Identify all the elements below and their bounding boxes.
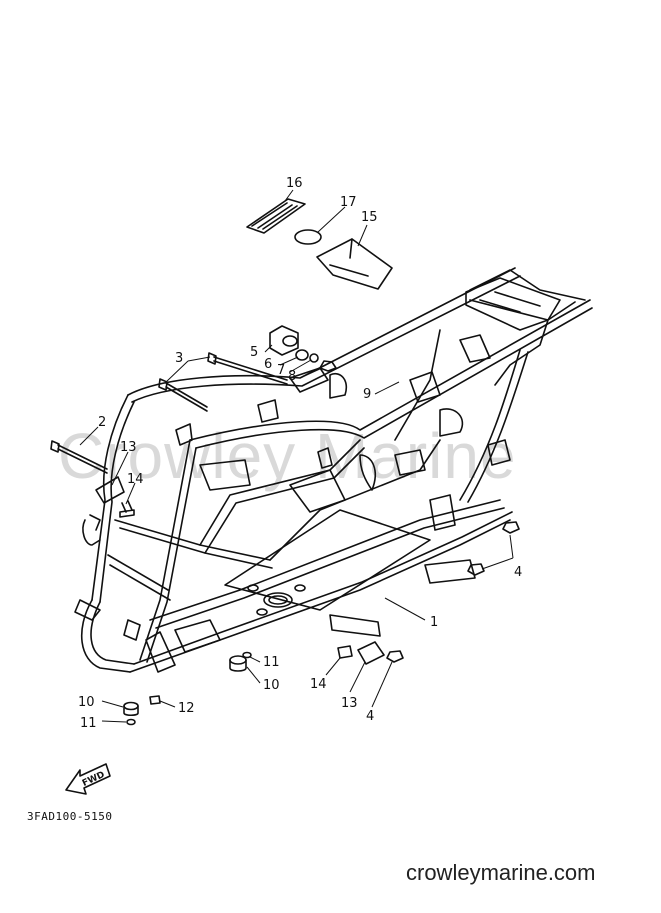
part-14-bolt-front: [119, 500, 135, 518]
part-6-collar: [295, 349, 309, 361]
callout-1: 1: [430, 615, 438, 630]
part-17-seal: [294, 229, 322, 245]
part-2-bolt: [50, 440, 108, 474]
part-11-collar-left: [126, 718, 136, 726]
part-4-nut-middle: [467, 563, 485, 576]
part-16-cover: [246, 198, 306, 234]
callout-13-rear: 13: [341, 696, 358, 711]
part-3-bolt-upper: [207, 352, 288, 385]
part-13-bracket-front: [95, 476, 125, 504]
part-10-damper-left: [123, 701, 139, 717]
part-4-nut-upper: [502, 521, 520, 534]
frame-body: [74, 267, 593, 673]
part-11-collar-right: [242, 651, 252, 659]
leader-lines: [79, 189, 514, 723]
callout-10-left: 10: [78, 695, 95, 710]
part-4-nut-lower: [386, 650, 404, 663]
callout-11-right: 11: [263, 655, 280, 670]
part-13-bracket-rear: [357, 641, 385, 665]
callout-5: 5: [250, 345, 258, 360]
callout-11-left: 11: [80, 716, 97, 731]
callout-16: 16: [286, 176, 303, 191]
callout-4-upper: 4: [514, 565, 522, 580]
callout-13-front: 13: [120, 440, 137, 455]
callout-14-rear: 14: [310, 677, 327, 692]
callout-8: 8: [288, 369, 296, 384]
callout-9: 9: [363, 387, 371, 402]
fwd-label: FWD: [81, 770, 107, 789]
callout-17: 17: [340, 195, 357, 210]
callout-3: 3: [175, 351, 183, 366]
callout-15: 15: [361, 210, 378, 225]
diagram-code: 3FAD100-5150: [27, 810, 113, 823]
part-5-damper: [269, 325, 299, 356]
callout-6: 6: [264, 357, 272, 372]
callout-10-right: 10: [263, 678, 280, 693]
part-14-bolt-rear: [337, 645, 353, 659]
part-7-washer: [309, 353, 319, 363]
skid-plate: [224, 509, 431, 611]
fwd-arrow-icon: FWD: [65, 763, 111, 795]
callout-4-lower: 4: [366, 709, 374, 724]
part-10-damper-right: [229, 655, 247, 672]
part-3-bolt-lower: [158, 378, 208, 412]
site-url: crowleymarine.com: [406, 860, 596, 885]
part-15-bag: [316, 238, 393, 290]
callout-labels: 16 17 15 3 5 6 7 8 9 2 13 14 4 1 11 10 1…: [78, 176, 522, 731]
part-12-bolt: [149, 695, 161, 705]
callout-2: 2: [98, 415, 106, 430]
callout-7: 7: [277, 363, 285, 378]
callout-14-front: 14: [127, 472, 144, 487]
callout-12: 12: [178, 701, 195, 716]
